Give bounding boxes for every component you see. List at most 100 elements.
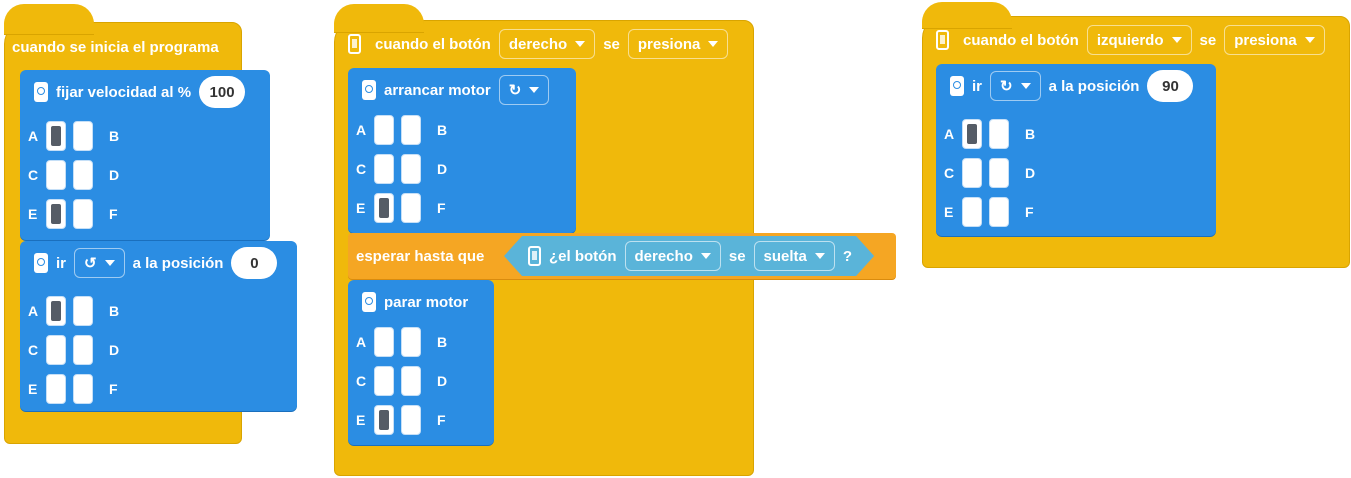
port-toggle-d[interactable]: [73, 160, 93, 190]
direction-dropdown[interactable]: ↺: [74, 248, 125, 278]
port-toggle-b[interactable]: [73, 296, 93, 326]
hat-cap-left: [922, 2, 1012, 28]
position-value-input[interactable]: 90: [1147, 70, 1194, 102]
port-toggle-a[interactable]: [46, 121, 66, 151]
port-label-left: A: [356, 122, 367, 138]
port-toggle-d[interactable]: [73, 335, 93, 365]
port-toggle-e[interactable]: [962, 197, 982, 227]
port-label-right: B: [109, 128, 120, 144]
port-label-left: A: [28, 303, 39, 319]
direction-dropdown[interactable]: ↻: [498, 75, 550, 105]
port-label-right: B: [109, 303, 120, 319]
port-toggle-a[interactable]: [46, 296, 66, 326]
port-toggle-c[interactable]: [46, 335, 66, 365]
hat-se-label: se: [1199, 31, 1217, 49]
port-toggle-c[interactable]: [374, 366, 394, 396]
action-dropdown-value: presiona: [637, 35, 701, 53]
button-dropdown[interactable]: derecho: [498, 29, 596, 59]
start-motor-label: arrancar motor: [384, 81, 491, 99]
port-toggle-f[interactable]: [73, 374, 93, 404]
port-toggle-e[interactable]: [46, 199, 66, 229]
port-label-right: D: [437, 161, 448, 177]
chevron-down-icon: [1020, 83, 1031, 89]
motor-icon: [362, 292, 376, 312]
port-selected-indicator: [967, 124, 977, 144]
port-toggle-e[interactable]: [374, 405, 394, 435]
port-toggle-a[interactable]: [962, 119, 982, 149]
port-label-left: C: [356, 161, 367, 177]
chevron-down-icon: [701, 253, 711, 259]
port-toggle-e[interactable]: [374, 193, 394, 223]
cond-button-dropdown[interactable]: derecho: [625, 241, 721, 271]
rotate-cw-icon: ↻: [1000, 78, 1013, 95]
goto-ir-label: ir: [972, 77, 983, 95]
action-dropdown[interactable]: presiona: [1224, 25, 1325, 55]
port-label-left: C: [944, 165, 955, 181]
button-dropdown-value: izquierdo: [1096, 31, 1164, 49]
stop-motor-label: parar motor: [384, 293, 469, 311]
port-label-right: B: [1025, 126, 1036, 142]
motor-icon: [950, 76, 964, 96]
hub-icon: [528, 246, 541, 266]
cond-action-dropdown[interactable]: suelta: [754, 241, 835, 271]
cond-pre-label: ¿el botón: [549, 247, 617, 265]
port-label-right: F: [109, 381, 118, 397]
hat-cap-right: [334, 4, 424, 32]
button-released-condition[interactable]: ¿el botón derecho se suelta ?: [504, 236, 874, 276]
port-toggle-f[interactable]: [73, 199, 93, 229]
port-toggle-c[interactable]: [962, 158, 982, 188]
port-toggle-f[interactable]: [401, 193, 421, 223]
cond-question-mark: ?: [842, 247, 853, 265]
button-dropdown[interactable]: izquierdo: [1086, 25, 1192, 55]
button-dropdown-value: derecho: [508, 35, 568, 53]
cond-se-label: se: [728, 247, 746, 265]
port-toggle-b[interactable]: [73, 121, 93, 151]
position-value-input[interactable]: 0: [231, 247, 278, 279]
port-label-right: B: [437, 122, 448, 138]
port-label-left: A: [28, 128, 39, 144]
port-toggle-f[interactable]: [401, 405, 421, 435]
port-toggle-d[interactable]: [989, 158, 1009, 188]
port-label-right: D: [437, 373, 448, 389]
port-toggle-b[interactable]: [989, 119, 1009, 149]
hat-pre-label: cuando el botón: [375, 35, 491, 53]
port-label-right: B: [437, 334, 448, 350]
port-label-right: F: [109, 206, 118, 222]
port-toggle-c[interactable]: [46, 160, 66, 190]
port-toggle-d[interactable]: [401, 154, 421, 184]
port-toggle-d[interactable]: [401, 366, 421, 396]
port-toggle-b[interactable]: [401, 115, 421, 145]
action-dropdown[interactable]: presiona: [627, 29, 729, 59]
cond-button-value: derecho: [634, 247, 693, 265]
port-toggle-b[interactable]: [401, 327, 421, 357]
port-toggle-c[interactable]: [374, 154, 394, 184]
action-dropdown-value: presiona: [1234, 31, 1297, 49]
speed-value-input[interactable]: 100: [199, 76, 246, 108]
port-selected-indicator: [379, 198, 389, 218]
goto-position-label: a la posición: [132, 254, 224, 272]
port-toggle-a[interactable]: [374, 327, 394, 357]
port-toggle-a[interactable]: [374, 115, 394, 145]
hat-se-label: se: [603, 35, 620, 53]
goto-ir-label: ir: [56, 254, 67, 272]
port-label-left: A: [944, 126, 955, 142]
port-toggle-f[interactable]: [989, 197, 1009, 227]
direction-dropdown[interactable]: ↻: [990, 71, 1041, 101]
chevron-down-icon: [1304, 37, 1315, 43]
rotate-cw-icon: ↻: [508, 82, 522, 99]
cond-action-value: suelta: [763, 247, 807, 265]
motor-icon: [34, 82, 48, 102]
port-toggle-e[interactable]: [46, 374, 66, 404]
